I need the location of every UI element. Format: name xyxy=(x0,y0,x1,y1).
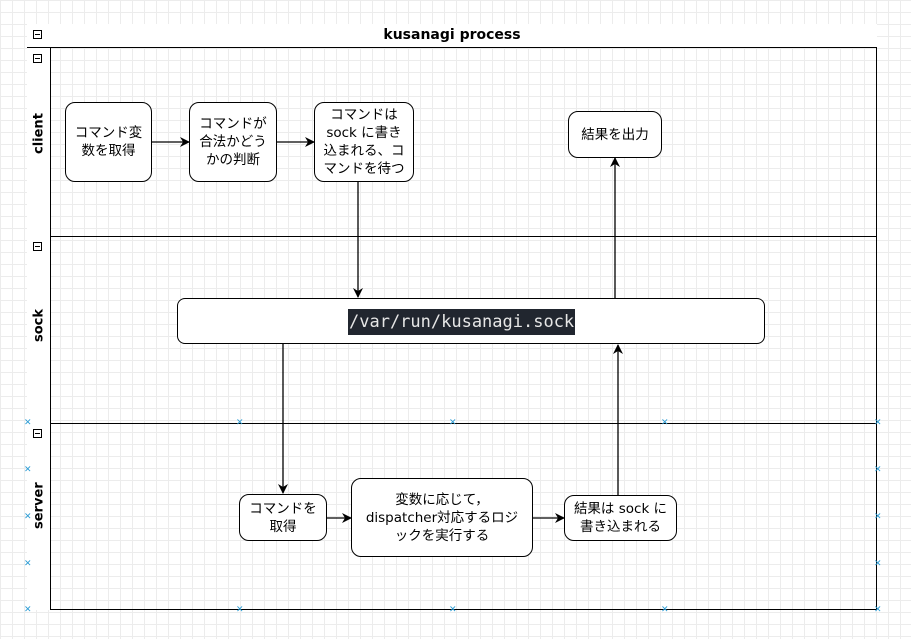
sock-path-label: /var/run/kusanagi.sock xyxy=(348,309,576,335)
selection-handle-icon[interactable]: ✕ xyxy=(449,418,457,428)
node-execute-logic-label: 変数に応じて， dispatcher対応するロジ ックを実行する xyxy=(365,491,519,544)
selection-handle-icon[interactable]: ✕ xyxy=(236,418,244,428)
node-output-result-label: 結果を出力 xyxy=(581,126,649,143)
node-check-valid-label: コマンドが 合法かどう かの判断 xyxy=(199,116,267,168)
lane-header-server: server xyxy=(27,423,51,610)
node-get-command-label: コマンドを 取得 xyxy=(249,500,317,535)
pool-title: kusanagi process xyxy=(383,27,521,43)
lane-collapse-icon[interactable] xyxy=(33,54,42,63)
node-write-result-label: 結果は sock に 書き込まれる xyxy=(573,501,668,535)
selection-handle-icon[interactable]: ✕ xyxy=(24,559,32,569)
pool-collapse-icon[interactable] xyxy=(33,30,42,39)
lane-server xyxy=(27,423,877,610)
node-write-sock-label: コマンドは sock に書き 込まれる、コ マンドを待つ xyxy=(323,107,405,177)
selection-handle-icon[interactable]: ✕ xyxy=(24,512,32,522)
selection-handle-icon[interactable]: ✕ xyxy=(449,605,457,615)
node-check-valid[interactable]: コマンドが 合法かどう かの判断 xyxy=(189,102,277,182)
selection-handle-icon[interactable]: ✕ xyxy=(24,605,32,615)
node-get-variable-label: コマンド変 数を取得 xyxy=(74,125,143,159)
lane-collapse-icon[interactable] xyxy=(33,242,42,251)
node-output-result[interactable]: 結果を出力 xyxy=(568,111,662,158)
selection-handle-icon[interactable]: ✕ xyxy=(874,605,882,615)
selection-handle-icon[interactable]: ✕ xyxy=(874,512,882,522)
node-write-sock[interactable]: コマンドは sock に書き 込まれる、コ マンドを待つ xyxy=(314,102,414,182)
selection-handle-icon[interactable]: ✕ xyxy=(236,605,244,615)
node-execute-logic[interactable]: 変数に応じて， dispatcher対応するロジ ックを実行する xyxy=(351,478,533,557)
node-get-command[interactable]: コマンドを 取得 xyxy=(239,494,327,541)
selection-handle-icon[interactable]: ✕ xyxy=(874,418,882,428)
lane-collapse-icon[interactable] xyxy=(33,429,42,438)
lane-header-client: client xyxy=(27,48,51,236)
selection-handle-icon[interactable]: ✕ xyxy=(24,418,32,428)
lane-header-sock: sock xyxy=(27,236,51,423)
selection-handle-icon[interactable]: ✕ xyxy=(874,465,882,475)
selection-handle-icon[interactable]: ✕ xyxy=(661,605,669,615)
selection-handle-icon[interactable]: ✕ xyxy=(874,559,882,569)
lane-sock xyxy=(27,236,877,423)
selection-handle-icon[interactable]: ✕ xyxy=(24,465,32,475)
node-get-variable[interactable]: コマンド変 数を取得 xyxy=(65,102,152,182)
selection-handle-icon[interactable]: ✕ xyxy=(661,418,669,428)
node-write-result[interactable]: 結果は sock に 書き込まれる xyxy=(564,495,677,541)
pool-header: kusanagi process xyxy=(27,24,877,48)
